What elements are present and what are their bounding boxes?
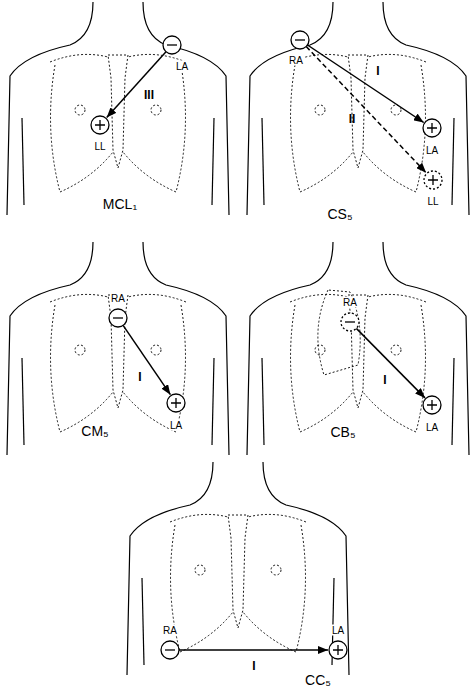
lead-label: I [382, 374, 387, 387]
lead-vector [107, 45, 426, 650]
lead-label: I [375, 65, 380, 78]
lead-system-name: MCL₁ [102, 197, 138, 212]
electrode-label: LA [425, 422, 439, 433]
electrode-label: RA [162, 625, 178, 636]
electrode-label: RA [110, 293, 126, 304]
lead-label: II [348, 113, 357, 126]
lead-label: I [137, 371, 142, 384]
electrode-label: LA [425, 145, 439, 156]
lead-label: III [143, 89, 155, 102]
electrode-label: RA [342, 297, 358, 308]
lead-label: I [251, 660, 256, 673]
electrode-label: LA [331, 625, 345, 636]
lead-system-name: CM₅ [80, 424, 109, 439]
torso-outline [7, 2, 469, 675]
electrode-label: LA [175, 61, 189, 72]
electrode-symbol [91, 31, 442, 659]
lead-system-name: CC₅ [304, 673, 332, 688]
lead-system-name: CS₅ [326, 207, 353, 222]
electrode-label: LL [426, 196, 439, 207]
lead-system-name: CB₅ [329, 425, 356, 440]
electrode-label: RA [288, 55, 304, 66]
electrode-label: LA [169, 420, 183, 431]
electrode-label: LL [93, 141, 106, 152]
